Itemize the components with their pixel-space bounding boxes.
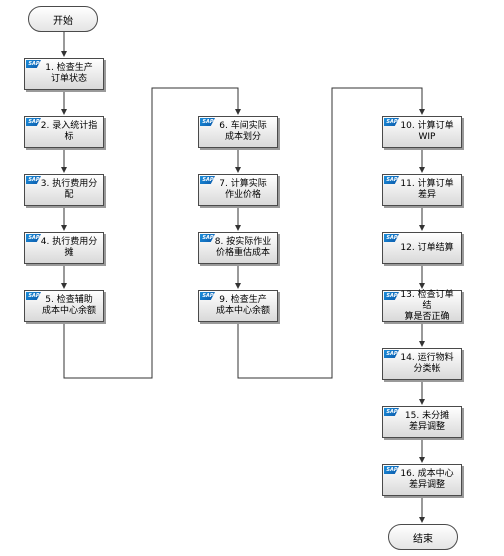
step-label: 9. 检查生产 成本中心余额 [215,295,270,316]
step-15: SAP 15. 未分摊 差异调整 [382,406,462,438]
end-label: 结束 [413,533,433,545]
step-label: 12. 订单结算 [400,242,454,253]
step-label: 5. 检查辅助 成本中心余额 [41,295,96,316]
step-label: 13. 检查订单结 算是否正确 [400,289,454,322]
step-9: SAP 9. 检查生产 成本中心余额 [198,290,278,322]
step-10: SAP 10. 计算订单WIP [382,116,462,148]
step-label: 6. 车间实际 成本划分 [219,121,267,142]
step-label: 16. 成本中心 差异调整 [400,469,454,490]
step-16: SAP 16. 成本中心 差异调整 [382,464,462,496]
end-node: 结束 [388,524,458,550]
start-label: 开始 [53,15,73,27]
sap-logo-icon: SAP [384,234,399,242]
start-node: 开始 [28,6,98,32]
sap-logo-icon: SAP [384,408,399,416]
step-label: 10. 计算订单WIP [400,121,454,142]
step-label: 1. 检查生产 订单状态 [45,63,93,84]
step-label: 7. 计算实际 作业价格 [219,179,267,200]
step-label: 4. 执行费用分摊 [40,237,98,258]
step-5: SAP 5. 检查辅助 成本中心余额 [24,290,104,322]
step-8: SAP 8. 按实际作业 价格重估成本 [198,232,278,264]
sap-logo-icon: SAP [26,60,41,68]
step-1: SAP 1. 检查生产 订单状态 [24,58,104,90]
sap-logo-icon: SAP [384,466,399,474]
sap-logo-icon: SAP [200,292,215,300]
sap-logo-icon: SAP [26,176,41,184]
step-label: 3. 执行费用分配 [40,179,98,200]
sap-logo-icon: SAP [26,118,41,126]
step-14: SAP 14. 运行物料 分类帐 [382,348,462,380]
step-12: SAP 12. 订单结算 [382,232,462,264]
sap-logo-icon: SAP [384,350,399,358]
step-label: 11. 计算订单差异 [400,179,454,200]
sap-logo-icon: SAP [384,176,399,184]
step-label: 15. 未分摊 差异调整 [404,411,450,432]
sap-logo-icon: SAP [26,234,41,242]
step-2: SAP 2. 录入统计指标 [24,116,104,148]
arrow-5-to-6 [63,87,241,379]
arrow-9-to-10 [237,87,425,379]
step-11: SAP 11. 计算订单差异 [382,174,462,206]
step-label: 14. 运行物料 分类帐 [400,353,454,374]
step-label: 8. 按实际作业 价格重估成本 [214,237,272,258]
step-7: SAP 7. 计算实际 作业价格 [198,174,278,206]
step-3: SAP 3. 执行费用分配 [24,174,104,206]
step-6: SAP 6. 车间实际 成本划分 [198,116,278,148]
sap-logo-icon: SAP [200,176,215,184]
step-4: SAP 4. 执行费用分摊 [24,232,104,264]
sap-logo-icon: SAP [26,292,41,300]
sap-logo-icon: SAP [384,118,399,126]
sap-logo-icon: SAP [384,292,399,300]
step-label: 2. 录入统计指标 [40,121,98,142]
sap-logo-icon: SAP [200,234,215,242]
sap-logo-icon: SAP [200,118,215,126]
step-13: SAP 13. 检查订单结 算是否正确 [382,290,462,322]
